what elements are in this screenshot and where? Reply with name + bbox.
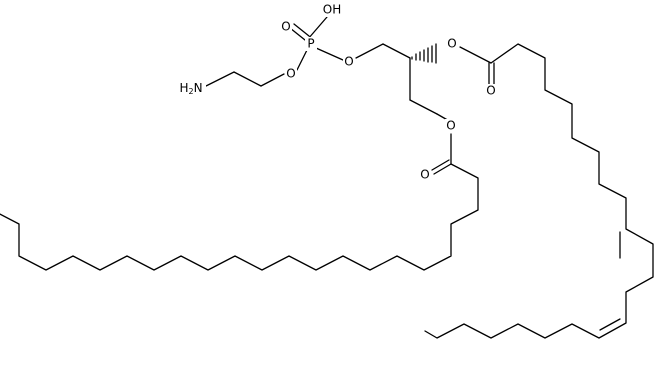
headgroup-bonds	[205, 16, 344, 87]
bond-p-o-left	[296, 47, 309, 71]
ethanolamine-oxygen-label: O	[286, 67, 295, 81]
sn2-carbonyl-oxygen-label: O	[486, 84, 495, 98]
atom-labels: OH P O O O H2N O O O O	[174, 3, 497, 182]
phosphorus-label: P	[307, 37, 314, 51]
bond-c-o-double-1a	[433, 163, 452, 175]
glycerol-phosphate-oxygen-label: O	[344, 55, 353, 69]
sn2-chain-bonds	[424, 43, 654, 339]
bond-ch2-n	[205, 71, 235, 87]
stereo-hash-bond	[411, 43, 437, 64]
linoleoyl-chain	[424, 43, 654, 339]
hydroxyl-label: OH	[323, 3, 341, 17]
bond-o-ch2-left	[260, 73, 285, 87]
phosphoryl-oxygen-label: O	[281, 20, 290, 34]
bond-p-o-right	[315, 47, 344, 61]
bond-o-sn3	[355, 43, 384, 59]
sn2-ester-oxygen-label: O	[447, 37, 456, 51]
cis-double-2-inner	[599, 318, 621, 331]
sn1-chain-bonds	[0, 133, 479, 271]
bond-c-o-double-1b	[431, 159, 450, 171]
bond-sn1-ch2	[409, 99, 438, 115]
glycerol-bonds	[355, 43, 452, 123]
amine-label: H2N	[179, 81, 202, 96]
bond-sn3-sn2	[382, 43, 411, 59]
bond-o-c-carbonyl-2	[459, 46, 492, 64]
sn1-ester-oxygen-label: O	[446, 119, 455, 133]
bond-ch2-ch2	[233, 71, 262, 87]
bond-p-o-double-a	[289, 27, 306, 41]
stearoyl-chain	[0, 163, 479, 271]
sn1-carbonyl-oxygen-label: O	[420, 168, 429, 182]
bond-p-o-double-b	[293, 23, 310, 37]
bond-p-oh	[307, 16, 328, 40]
